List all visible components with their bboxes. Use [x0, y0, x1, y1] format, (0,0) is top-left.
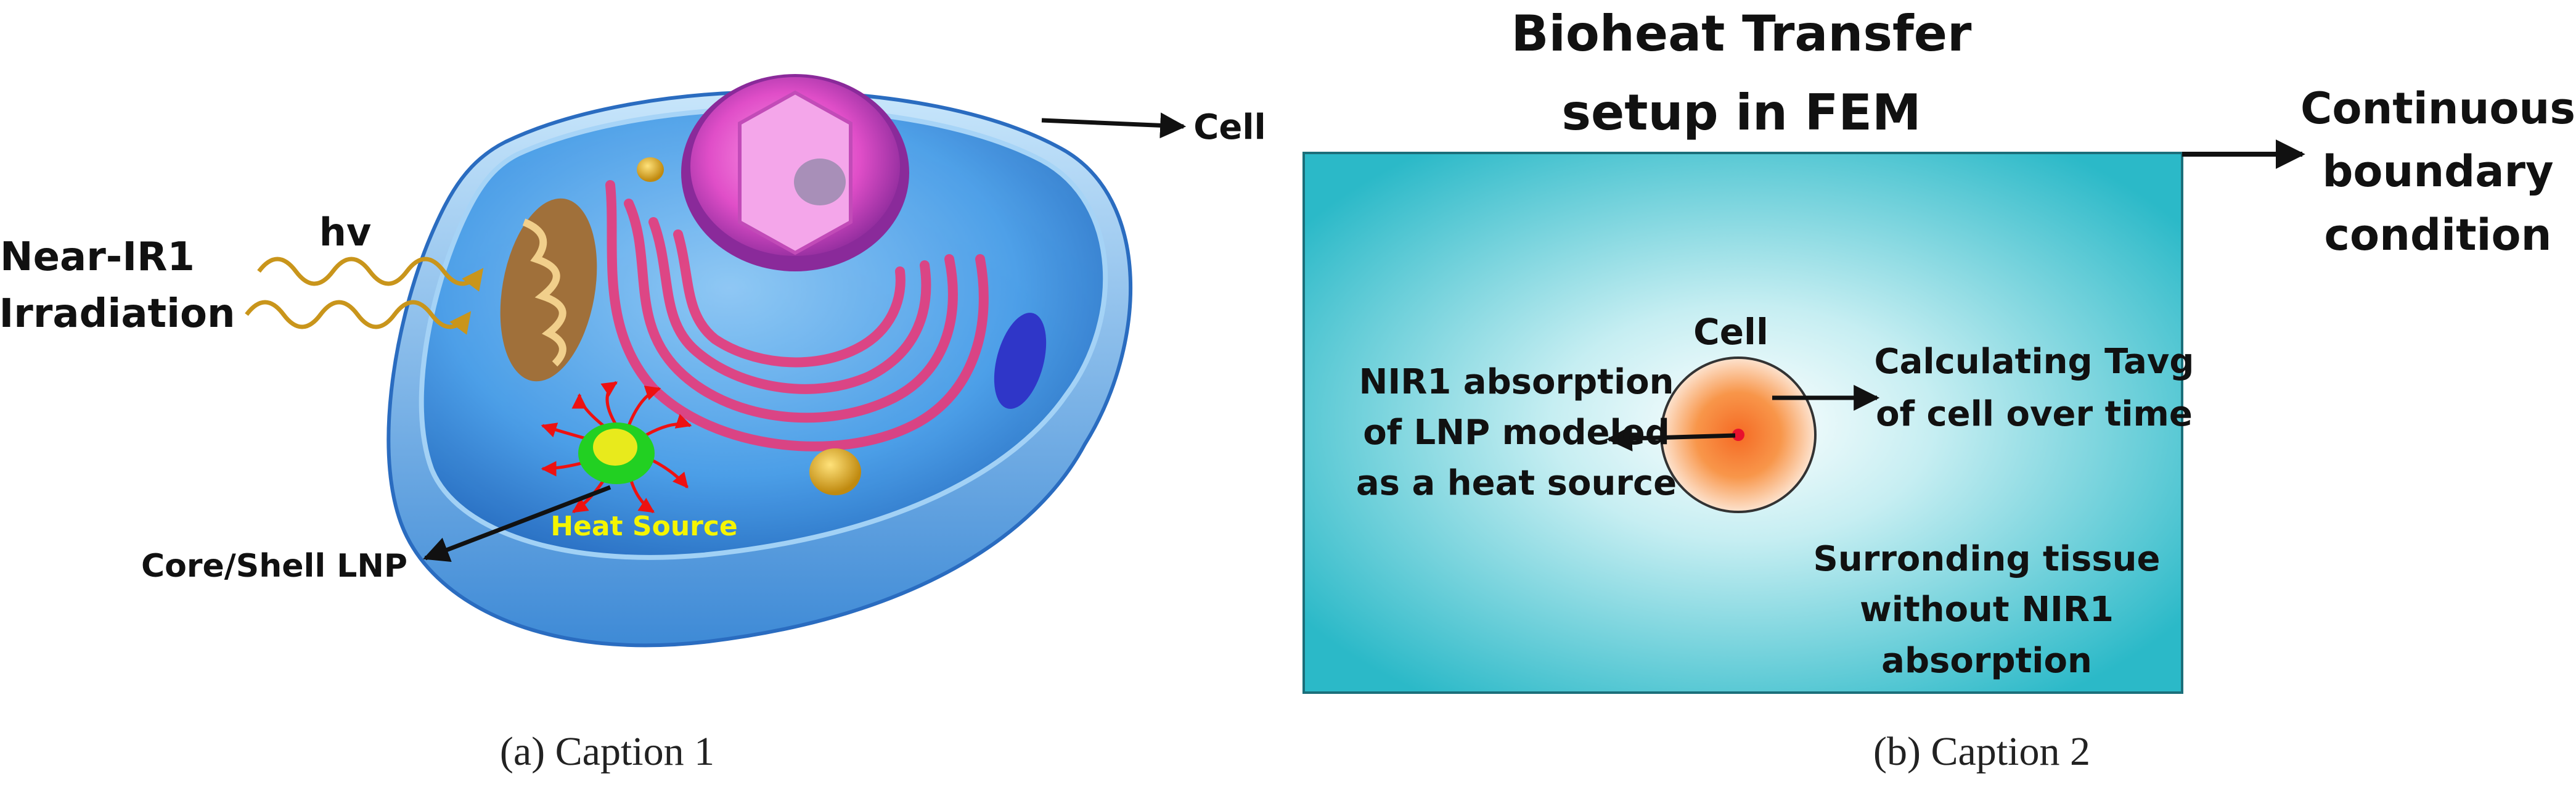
- fem-title-line1: Bioheat Transfer: [1511, 5, 1973, 62]
- hv-label: hv: [319, 210, 372, 255]
- absorption-label-line2: of LNP modeled: [1363, 413, 1670, 453]
- tavg-label-line1: Calculating Tavg: [1875, 342, 2194, 382]
- heat-source-dot: [1732, 429, 1744, 441]
- vesicle-bottom: [809, 448, 861, 495]
- absorption-label-line3: as a heat source: [1356, 463, 1677, 503]
- core-shell-arrow: [423, 485, 611, 562]
- cell-label: Cell: [1193, 107, 1266, 147]
- nucleus: [681, 74, 909, 271]
- tissue-label-line2: without NIR1: [1860, 590, 2114, 630]
- absorption-label-line1: NIR1 absorption: [1359, 362, 1674, 402]
- boundary-label-line2: boundary: [2322, 146, 2553, 197]
- boundary-label-line1: Continuous: [2300, 83, 2575, 134]
- boundary-label-line3: condition: [2325, 210, 2552, 260]
- fem-cell-label: Cell: [1693, 311, 1768, 353]
- cell-illustration: [386, 74, 1133, 648]
- mitochondrion: [500, 198, 597, 382]
- nanoparticle-icon: [541, 381, 692, 514]
- caption-b: (b) Caption 2: [1873, 729, 2090, 774]
- heat-source-label: Heat Source: [550, 511, 738, 542]
- lysosome: [994, 313, 1047, 409]
- tissue-label-line3: absorption: [1881, 641, 2092, 681]
- tissue-label-line1: Surronding tissue: [1813, 539, 2161, 579]
- panel-b: Bioheat Transfer setup in FEM Continuous…: [1302, 5, 2575, 774]
- vesicle-top: [637, 157, 664, 182]
- endoplasmic-reticulum: [605, 180, 989, 451]
- panel-a: Near-IR1 Irradiation hv Cell Heat Source…: [0, 74, 1266, 774]
- tavg-label-line2: of cell over time: [1876, 394, 2193, 434]
- caption-a: (a) Caption 1: [500, 729, 714, 774]
- fem-title-line2: setup in FEM: [1561, 84, 1921, 141]
- wave-arrow-icon: [245, 257, 484, 335]
- cell-label-arrow: [1041, 112, 1187, 139]
- near-ir-label-line1: Near-IR1: [0, 234, 195, 280]
- core-shell-label: Core/Shell LNP: [141, 548, 407, 585]
- absorption-arrow: [1606, 425, 1736, 451]
- near-ir-label-line2: Irradiation: [0, 291, 235, 337]
